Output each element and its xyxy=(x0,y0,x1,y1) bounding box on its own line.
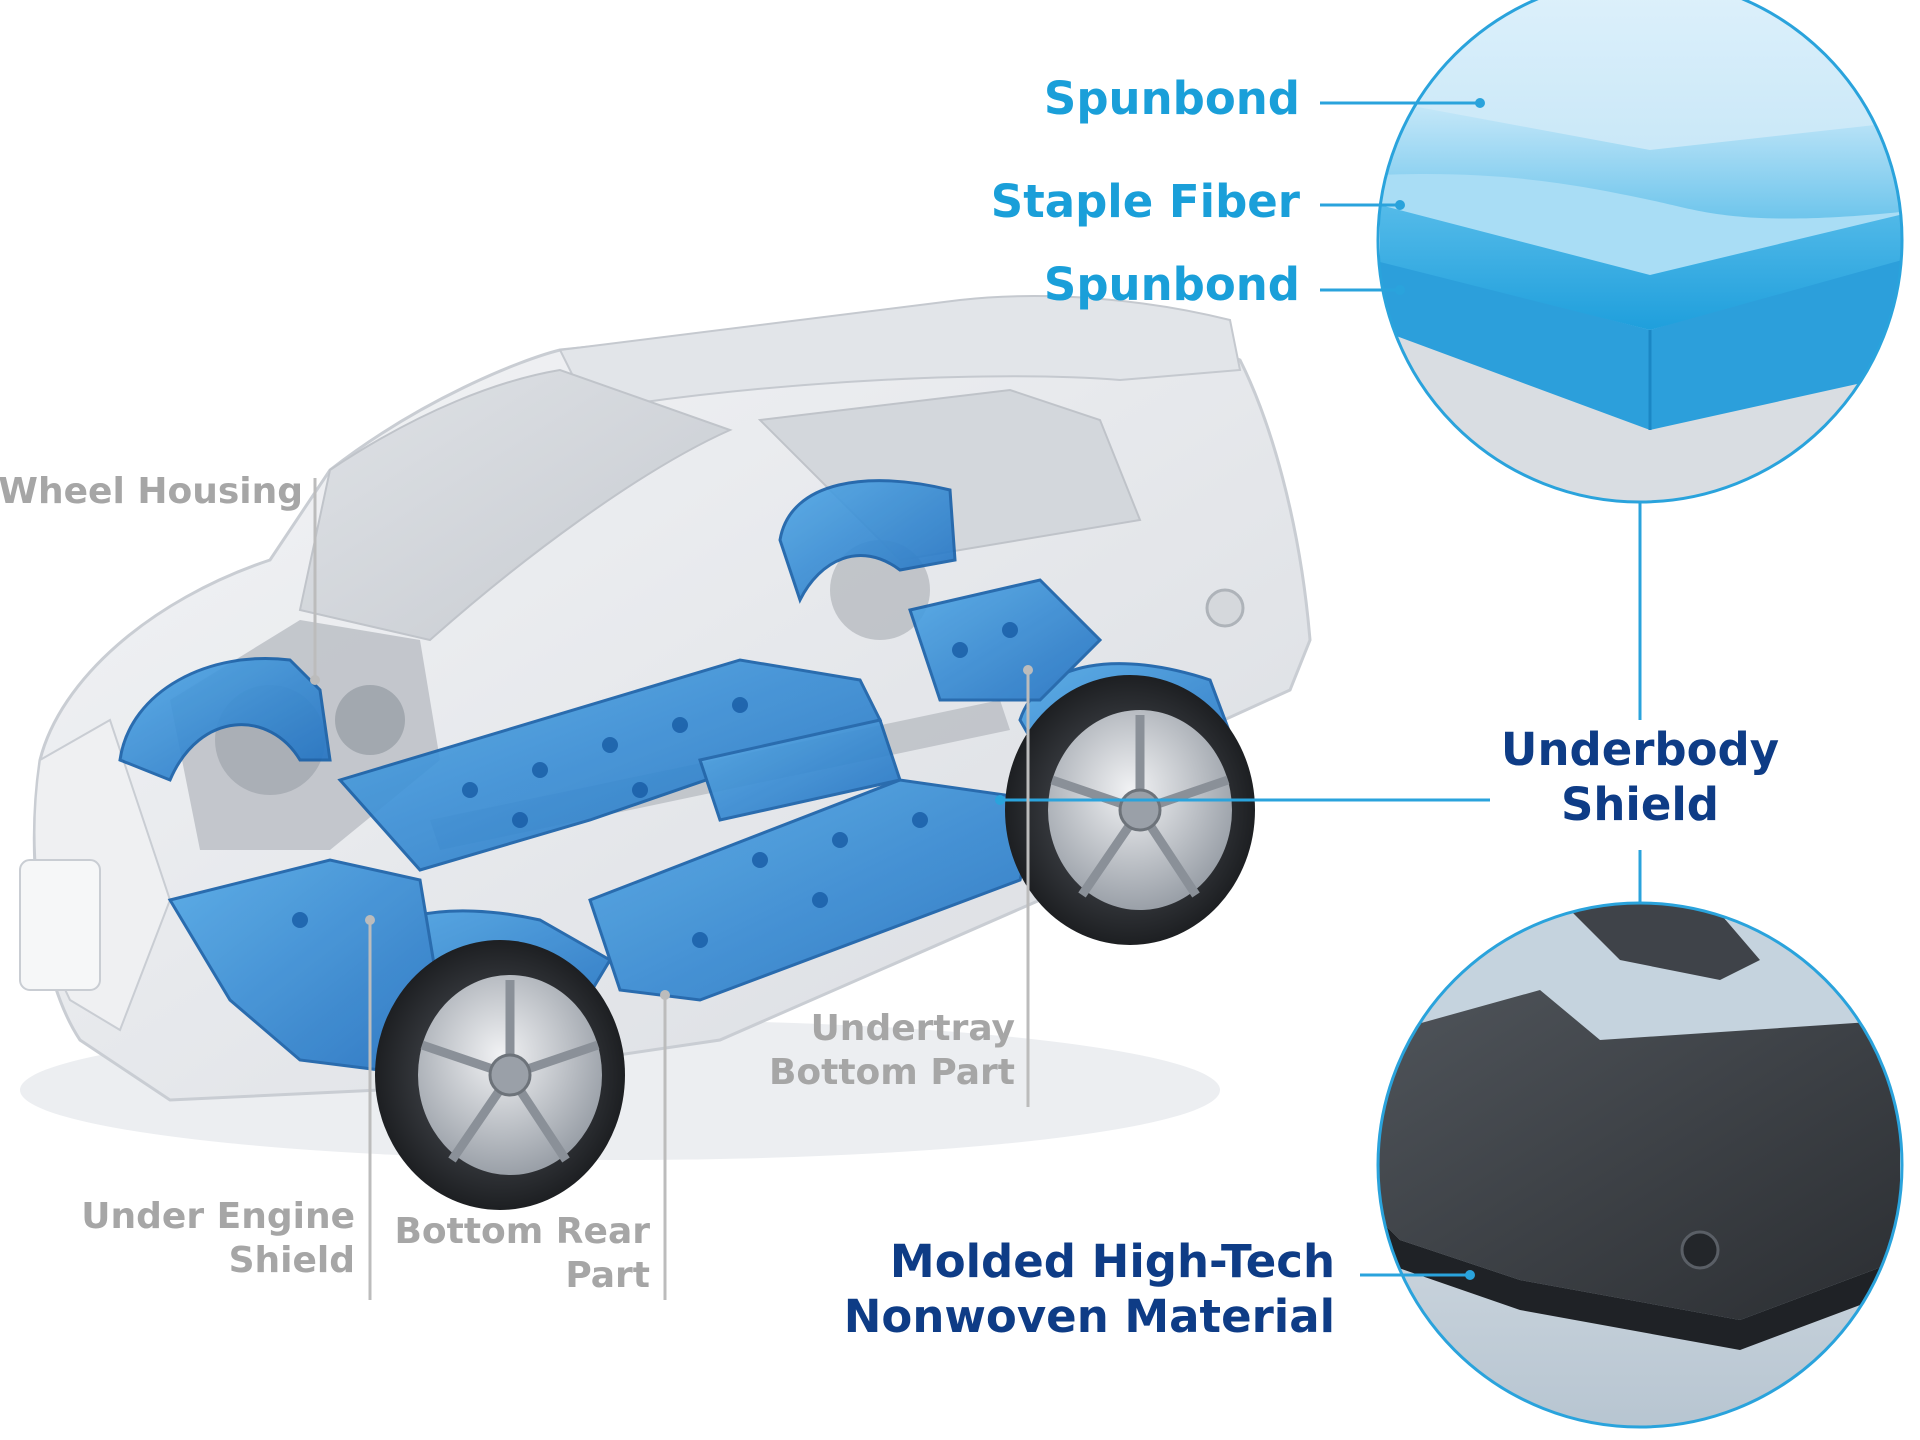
label-undertray-line2: Bottom Part xyxy=(768,1051,1015,1093)
label-bottom-rear-part-line1: Bottom Rear xyxy=(394,1211,650,1252)
front-wheel xyxy=(375,940,625,1210)
car-illustration xyxy=(19,295,1312,1210)
label-molded-material-line1: Molded High-Tech xyxy=(889,1235,1335,1288)
layer-cross-section xyxy=(1378,0,1902,502)
label-wheel-housing: Wheel Housing xyxy=(0,471,303,512)
molded-part-closeup xyxy=(1378,903,1902,1427)
label-underbody-shield-line2: Shield xyxy=(1560,777,1720,831)
callout-lines xyxy=(310,98,1642,1300)
label-under-engine-shield-line2: Shield xyxy=(228,1239,355,1281)
label-spunbond-top: Spunbond xyxy=(1043,72,1300,125)
label-spunbond-bottom: Spunbond xyxy=(1043,258,1300,311)
label-molded-material-line2: Nonwoven Material xyxy=(843,1289,1335,1343)
label-staple-fiber: Staple Fiber xyxy=(990,175,1300,228)
label-bottom-rear-part: Bottom Rear Part xyxy=(394,1210,650,1298)
label-bottom-rear-part-line2: Part xyxy=(565,1254,650,1296)
rear-wheel xyxy=(1005,675,1255,945)
label-molded-nonwoven-material: Molded High-Tech Nonwoven Material xyxy=(844,1235,1335,1345)
label-undertray-bottom-part: Undertray Bottom Part xyxy=(769,1007,1015,1095)
label-under-engine-shield-line1: Under Engine xyxy=(81,1196,355,1237)
blue-components xyxy=(118,479,1243,1072)
label-under-engine-shield: Under Engine Shield xyxy=(81,1195,355,1283)
label-underbody-shield-line1: Underbody xyxy=(1500,723,1780,776)
label-underbody-shield: Underbody Shield xyxy=(1480,723,1800,833)
label-undertray-line1: Undertray xyxy=(810,1008,1015,1049)
